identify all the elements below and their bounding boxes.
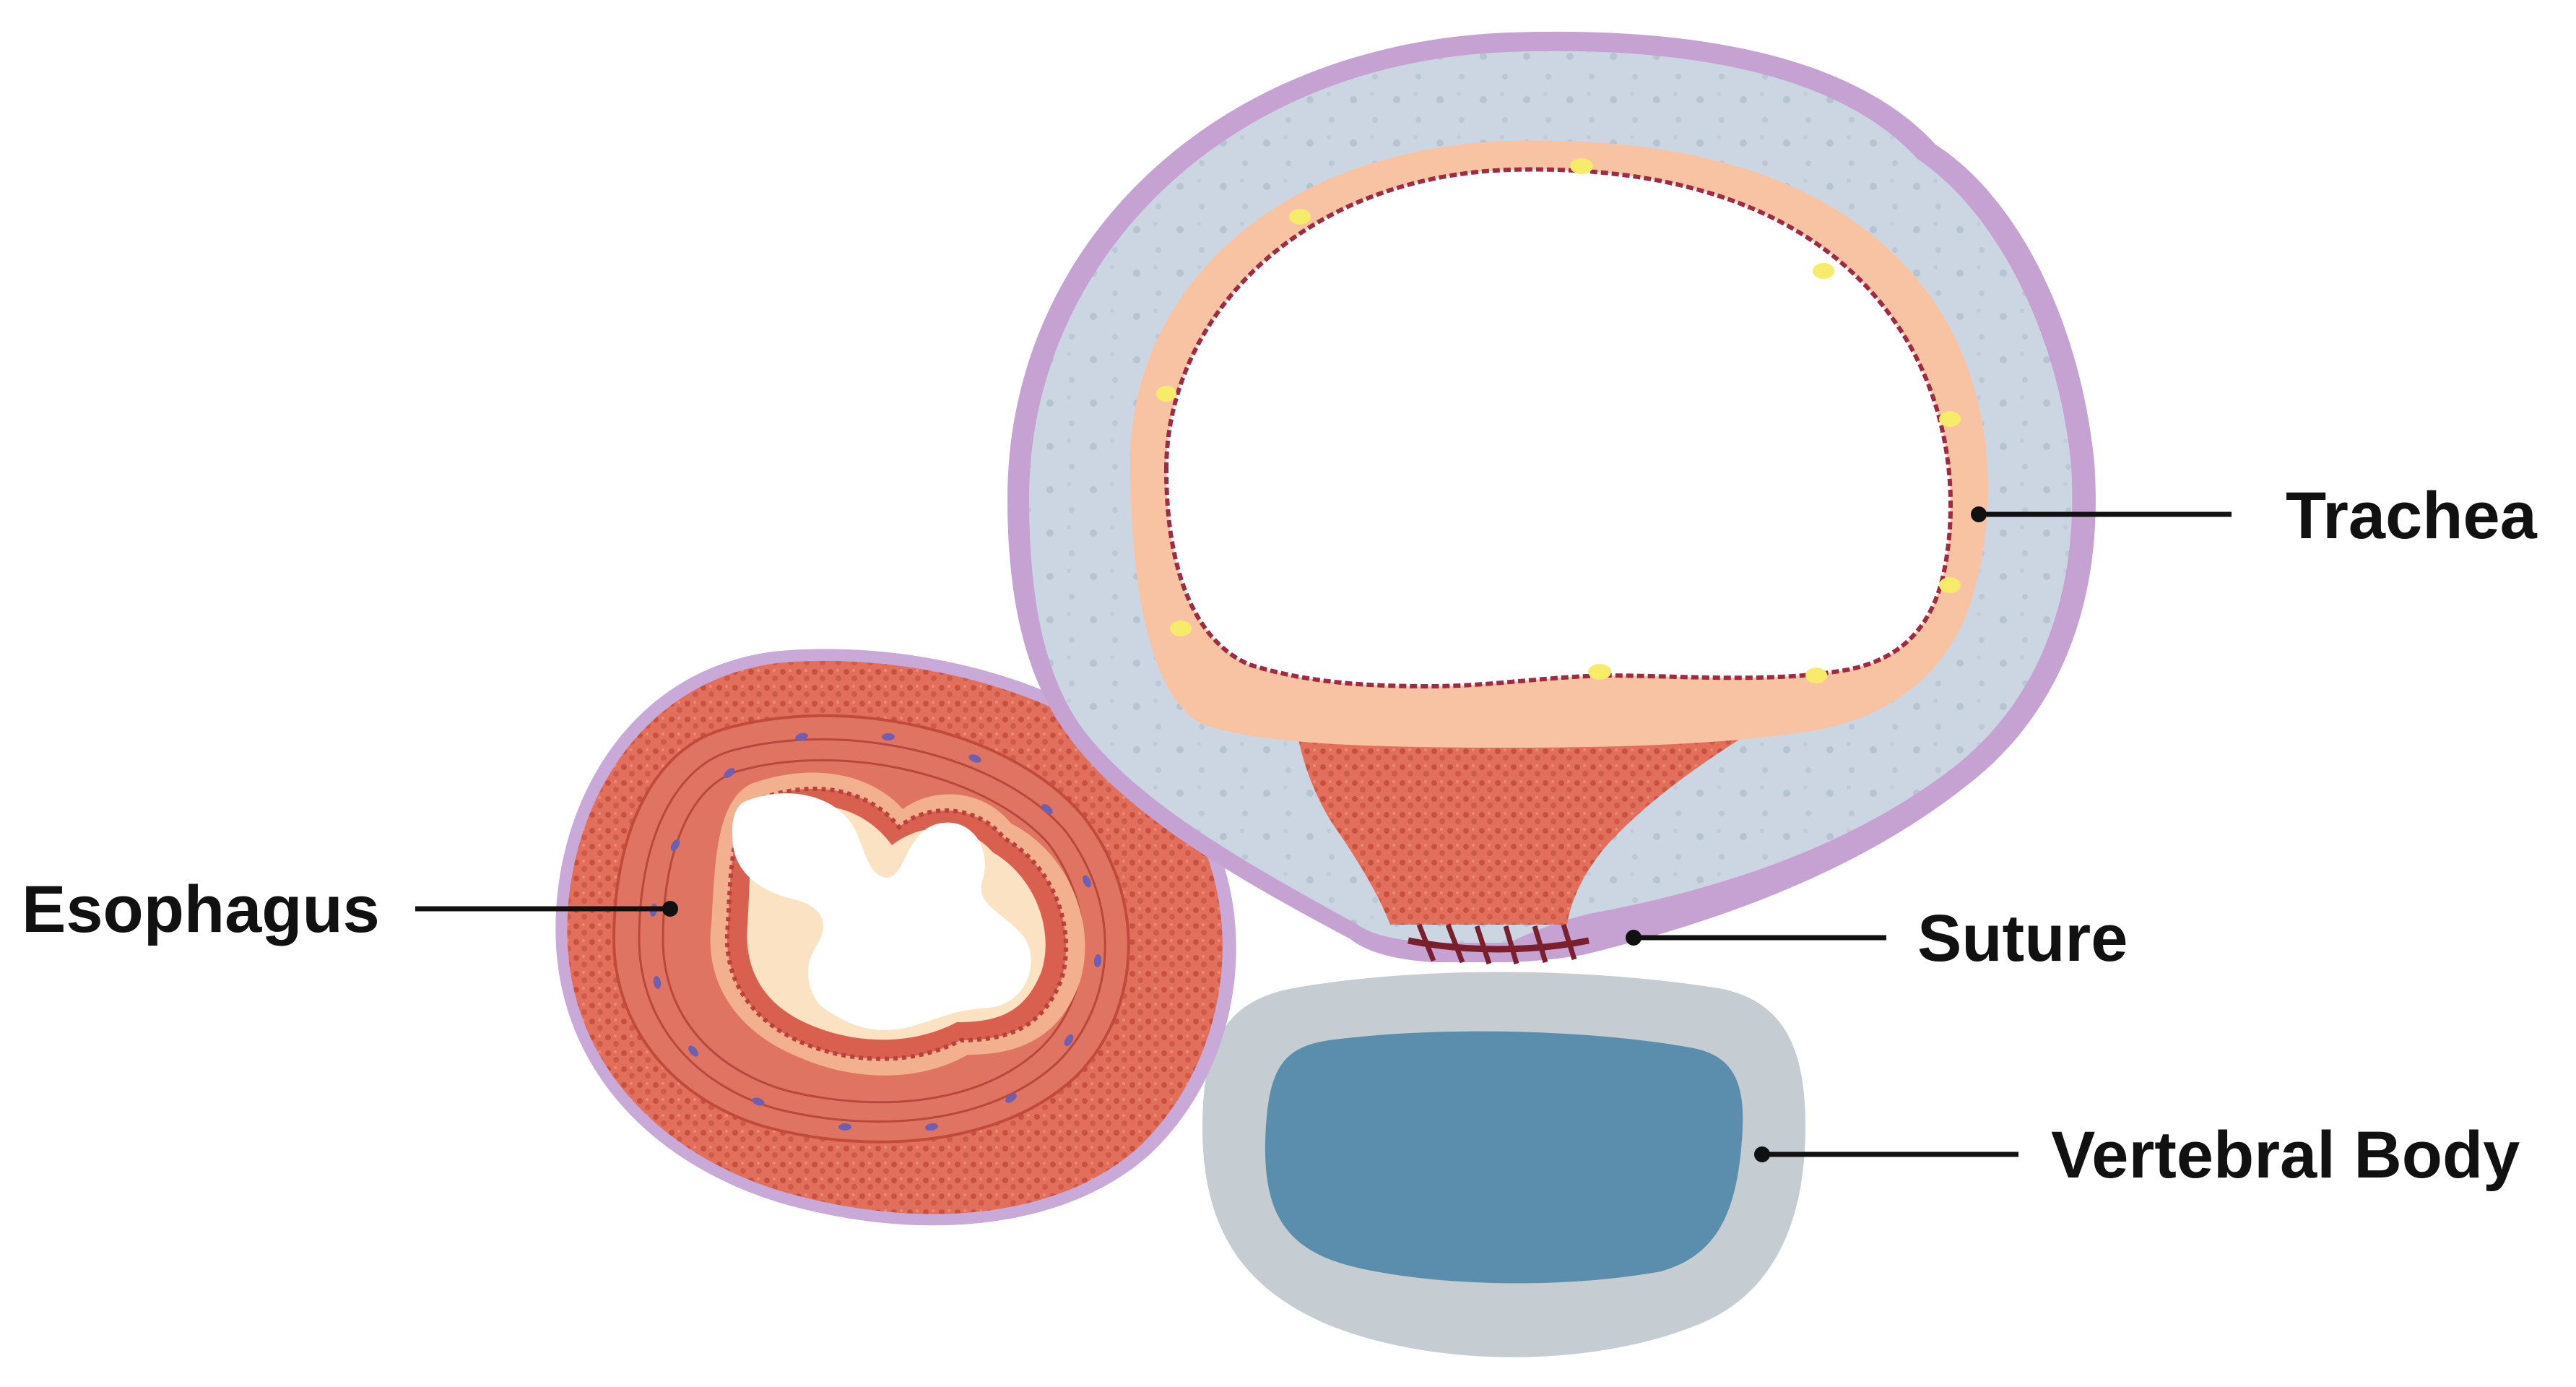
trachea-label: Trachea (2286, 479, 2538, 553)
esophagus-muscle-nuclei (649, 733, 1102, 1131)
trachea (1007, 31, 2096, 965)
trachea-lumen (1163, 167, 1953, 689)
vertebral-body (1202, 972, 1805, 1357)
vertebral-body-label: Vertebral Body (2051, 1118, 2520, 1192)
label-suture: Suture (1626, 902, 2128, 975)
label-vertebral-body: Vertebral Body (1754, 1118, 2520, 1192)
label-esophagus: Esophagus (22, 873, 678, 946)
suture-stitches (1408, 923, 1590, 965)
esophagus-label: Esophagus (22, 873, 380, 946)
trachea-posterior-wall (1296, 730, 1755, 925)
esophagus-lumen (732, 793, 1031, 1030)
label-trachea: Trachea (1971, 479, 2538, 553)
suture-label: Suture (1917, 902, 2128, 975)
esophagus (555, 649, 1236, 1226)
trachea-glands (1156, 158, 1961, 683)
vertebral-body-cancellous (1265, 1031, 1743, 1284)
